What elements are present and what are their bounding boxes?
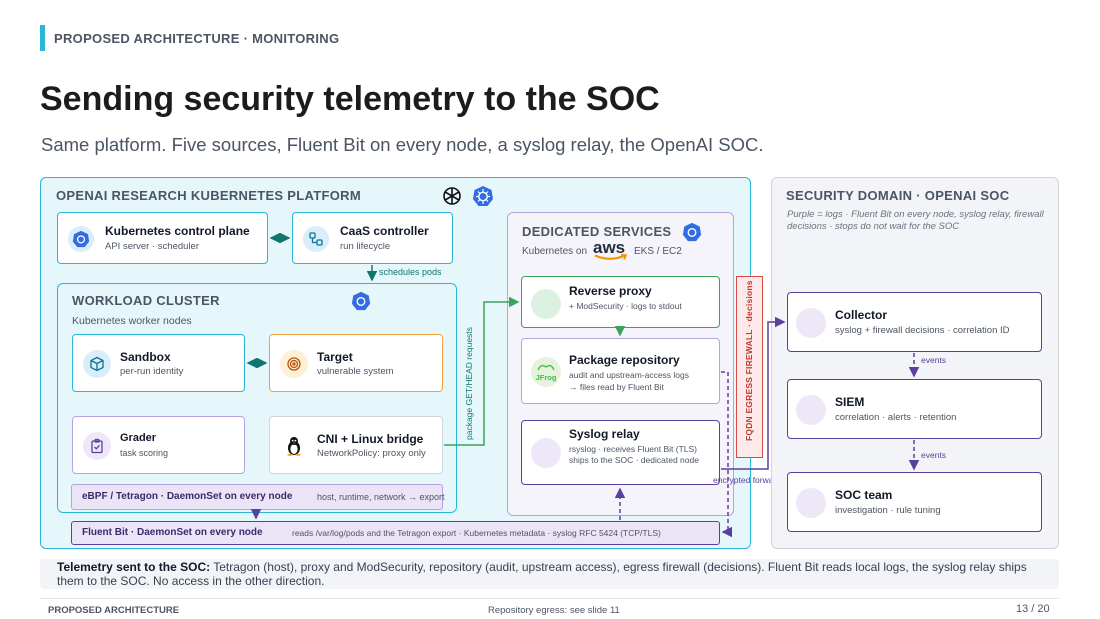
- relay-icon: [531, 438, 561, 468]
- clipboard-check-icon: [83, 432, 111, 460]
- footnote-text: Tetragon (host), proxy and ModSecurity, …: [57, 560, 1027, 588]
- jfrog-logo-icon: JFrog: [531, 357, 561, 387]
- package-repo-title: Package repository: [569, 353, 680, 367]
- security-title: SECURITY DOMAIN · OPENAI SOC: [786, 188, 1010, 203]
- kicker-accent-bar: [40, 25, 45, 51]
- sandbox-title: Sandbox: [120, 350, 171, 364]
- reverse-proxy-sub: + ModSecurity · logs to stdout: [569, 301, 682, 311]
- siem-node[interactable]: SIEM correlation · alerts · retention: [787, 379, 1042, 439]
- footnote-lead: Telemetry sent to the SOC:: [57, 560, 211, 574]
- team-icon: [796, 488, 826, 518]
- encrypted-forwarding-label: encrypted forwarding: [713, 475, 793, 485]
- page-number: 13 / 20: [1016, 603, 1050, 615]
- caas-sub: run lifecycle: [340, 241, 391, 252]
- control-plane-title: Kubernetes control plane: [105, 224, 250, 238]
- cni-bridge-node[interactable]: CNI + Linux bridge NetworkPolicy: proxy …: [269, 416, 443, 474]
- aws-logo: aws: [593, 238, 626, 257]
- footnote: Telemetry sent to the SOC: Tetragon (hos…: [57, 560, 1047, 588]
- footer-rule: [40, 598, 1059, 599]
- dedicated-sub-suffix: EKS / EC2: [634, 246, 682, 257]
- dedicated-sub-prefix: Kubernetes on: [522, 246, 588, 257]
- workflow-icon: [303, 226, 329, 252]
- footer-middle: Repository egress: see slide 11: [488, 605, 620, 616]
- kubernetes-icon: [472, 185, 494, 207]
- kubernetes-icon: [682, 222, 702, 242]
- platform-title: OPENAI RESEARCH KUBERNETES PLATFORM: [56, 188, 361, 203]
- siem-sub: correlation · alerts · retention: [835, 412, 957, 423]
- fluent-bit-bar[interactable]: Fluent Bit · DaemonSet on every node rea…: [71, 521, 720, 545]
- grader-sub: task scoring: [120, 448, 169, 458]
- sandbox-sub: per-run identity: [120, 366, 184, 377]
- collector-title: Collector: [835, 308, 888, 322]
- page-title: Sending security telemetry to the SOC: [40, 80, 660, 118]
- proxy-icon: [531, 289, 561, 319]
- syslog-relay-title: Syslog relay: [569, 427, 640, 441]
- collector-sub: syslog + firewall decisions · correlatio…: [835, 325, 1010, 336]
- control-plane-node[interactable]: Kubernetes control plane API server · sc…: [57, 212, 268, 264]
- cube-icon: [83, 350, 111, 378]
- openai-logo-icon: [441, 185, 463, 207]
- kicker: PROPOSED ARCHITECTURE · MONITORING: [54, 31, 340, 46]
- package-repo-sub: audit and upstream-access logs → files r…: [569, 370, 690, 392]
- kubernetes-icon: [351, 291, 371, 311]
- reverse-proxy-node[interactable]: Reverse proxy + ModSecurity · logs to st…: [521, 276, 720, 328]
- svg-text:JFrog: JFrog: [536, 373, 557, 382]
- dedicated-title: DEDICATED SERVICES: [522, 224, 672, 239]
- security-note: Purple = logs · Fluent Bit on every node…: [787, 209, 1044, 232]
- package-repository-node[interactable]: JFrog Package repository audit and upstr…: [521, 338, 720, 404]
- control-plane-sub: API server · scheduler: [105, 241, 199, 252]
- events-label-2: events: [921, 450, 947, 460]
- reverse-proxy-title: Reverse proxy: [569, 284, 652, 298]
- footnote-box: [40, 559, 1059, 589]
- workload-title: WORKLOAD CLUSTER: [72, 293, 220, 308]
- grader-node[interactable]: Grader task scoring: [72, 416, 245, 474]
- syslog-relay-node[interactable]: Syslog relay rsyslog · receives Fluent B…: [521, 420, 720, 485]
- caas-controller-node[interactable]: CaaS controller run lifecycle: [292, 212, 453, 264]
- linux-penguin-icon: [280, 432, 308, 460]
- target-node[interactable]: Target vulnerable system: [269, 334, 443, 392]
- ebpf-title: eBPF / Tetragon · DaemonSet on every nod…: [82, 491, 293, 502]
- target-title: Target: [317, 350, 353, 364]
- aws-smile-icon: [594, 254, 628, 260]
- target-icon: [280, 350, 308, 378]
- grader-title: Grader: [120, 432, 157, 444]
- caas-title: CaaS controller: [340, 224, 429, 238]
- cni-title: CNI + Linux bridge: [317, 432, 424, 446]
- ebpf-sub: host, runtime, network → export: [317, 492, 445, 502]
- events-label-1: events: [921, 355, 947, 365]
- kubernetes-icon: [68, 226, 94, 252]
- cni-sub: NetworkPolicy: proxy only: [317, 448, 426, 459]
- collector-node[interactable]: Collector syslog + firewall decisions · …: [787, 292, 1042, 352]
- soc-team-title: SOC team: [835, 488, 893, 502]
- fluent-sub: reads /var/log/pods and the Tetragon exp…: [292, 528, 661, 538]
- footer-left: PROPOSED ARCHITECTURE: [48, 605, 180, 616]
- collector-icon: [796, 308, 826, 338]
- ebpf-tetragon-bar[interactable]: eBPF / Tetragon · DaemonSet on every nod…: [71, 484, 445, 510]
- firewall-label: FQDN EGRESS FIREWALL · decisions: [744, 280, 754, 441]
- workload-sub: Kubernetes worker nodes: [72, 315, 192, 327]
- siem-title: SIEM: [835, 395, 865, 409]
- soc-team-node[interactable]: SOC team investigation · rule tuning: [787, 472, 1042, 532]
- fluent-title: Fluent Bit · DaemonSet on every node: [82, 527, 263, 538]
- sandbox-node[interactable]: Sandbox per-run identity: [72, 334, 245, 392]
- syslog-relay-sub: rsyslog · receives Fluent Bit (TLS) ship…: [569, 444, 699, 465]
- target-sub: vulnerable system: [317, 366, 394, 377]
- package-requests-label: package GET/HEAD requests: [464, 327, 474, 440]
- soc-team-sub: investigation · rule tuning: [835, 505, 941, 516]
- page-subtitle: Same platform. Five sources, Fluent Bit …: [41, 134, 764, 155]
- schedules-pods-label: schedules pods: [379, 267, 442, 277]
- siem-icon: [796, 395, 826, 425]
